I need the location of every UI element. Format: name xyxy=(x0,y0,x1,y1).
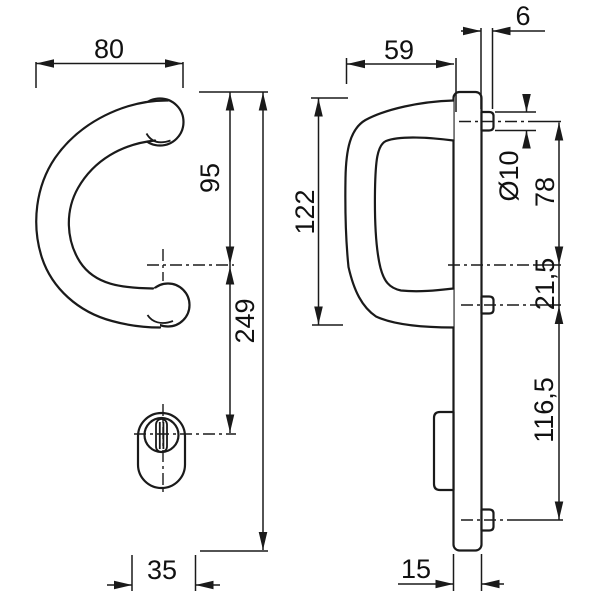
dim-pin-projection: 6 xyxy=(461,1,545,109)
dim-label-second-to-bottom-pin: 116,5 xyxy=(529,377,559,443)
side-grip-outer-edge xyxy=(344,99,455,329)
handle-grip-inner-edge xyxy=(67,139,157,290)
cylinder-housing xyxy=(432,410,455,492)
dim-label-top-to-axis: 95 xyxy=(195,163,225,193)
dim-grip-depth: 59 xyxy=(345,35,457,112)
side-view: 59 6 Ø10 78 21,5 116,5 122 xyxy=(290,1,564,591)
dim-label-pin-diameter: Ø10 xyxy=(494,150,524,201)
dim-label-overall-width: 80 xyxy=(94,34,124,64)
dim-label-plate-width: 35 xyxy=(147,555,177,585)
dim-label-top-pin-to-axis: 78 xyxy=(530,177,560,207)
front-view: d="M131,124 A32.5,32.5 80 xyxy=(35,34,268,591)
bottom-neck-rim xyxy=(146,314,174,324)
dim-label-plate-thickness: 15 xyxy=(401,554,431,584)
dim-handle-height: 122 xyxy=(290,97,348,326)
handle-grip-fill xyxy=(36,100,169,328)
keyhole-slot-outer xyxy=(155,418,168,453)
dim-overall-width: 80 xyxy=(35,34,184,88)
dim-plate-width: 35 xyxy=(107,555,220,591)
dim-label-handle-height: 122 xyxy=(290,189,320,234)
keyhole-oval xyxy=(136,411,187,490)
side-grip-fill xyxy=(345,100,454,328)
dim-stack-pin-spacing: 78 21,5 116,5 xyxy=(529,122,564,520)
side-grip-inner-edge xyxy=(373,136,455,293)
dim-top-to-axis: 95 xyxy=(195,92,235,433)
handle-grip-outer-edge xyxy=(35,99,170,329)
dim-pin-diameter: Ø10 xyxy=(494,94,536,202)
side-plate-outline xyxy=(452,90,483,552)
dim-label-pin-projection: 6 xyxy=(515,1,530,31)
dim-label-grip-depth: 59 xyxy=(384,35,414,65)
top-neck-rim xyxy=(145,133,171,144)
dim-label-axis-to-second-pin: 21,5 xyxy=(530,258,560,311)
dim-plate-length: 249 xyxy=(230,92,268,550)
keyhole-circle xyxy=(143,416,180,454)
dim-plate-thickness: 15 xyxy=(398,554,504,591)
front-keyhole xyxy=(136,411,187,490)
dim-label-plate-length: 249 xyxy=(230,298,260,343)
